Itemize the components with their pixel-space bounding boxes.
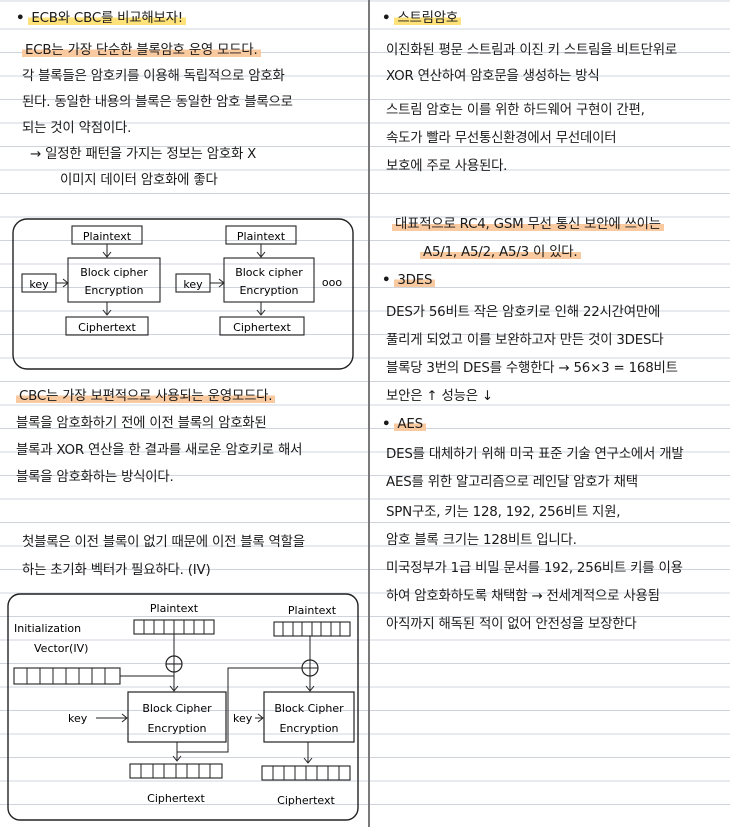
stream-line-1: 이진화된 평문 스트림과 이진 키 스트림을 비트단위로 (386, 43, 677, 58)
aes-line-4: 암호 블록 크기는 128비트 입니다. (386, 533, 577, 548)
cbc-diagram: Initialization Vector(IV) Plaintext Bloc… (7, 593, 359, 821)
column-divider (368, 0, 370, 827)
ecb-line-6: 이미지 데이터 암호화에 좋다 (60, 173, 218, 188)
ciphertext-label: Ciphertext (147, 792, 205, 805)
plaintext-label: Plaintext (288, 604, 337, 617)
encryption-label: Encryption (279, 722, 338, 735)
ecb-line-1: ECB는 가장 단순한 블록암호 운영 모드다. (22, 42, 261, 60)
cbc-line-2: 블록을 암호화하기 전에 이전 블록의 암호화된 (16, 416, 267, 431)
plaintext-label: Plaintext (83, 230, 132, 243)
ecb-heading: •ECB와 CBC를 비교해보자! (16, 10, 186, 28)
ciphertext-label: Ciphertext (233, 321, 291, 334)
stream-example-line-1: 대표적으로 RC4, GSM 무선 통신 보안에 쓰이는 (392, 216, 664, 234)
ciphertext-label: Ciphertext (277, 794, 335, 807)
aes-line-3: SPN구조, 키는 128, 192, 256비트 지원, (386, 505, 621, 520)
ecb-heading-text: ECB와 CBC를 비교해보자! (28, 11, 186, 26)
ciphertext-bit-block (129, 763, 223, 779)
cbc-line-4: 블록을 암호화하는 방식이다. (16, 470, 174, 485)
plaintext-bit-block (273, 621, 351, 637)
block-cipher-label: Block Cipher (142, 702, 212, 715)
key-label: key (29, 278, 49, 291)
stream-example-line-2-text: A5/1, A5/2, A5/3 이 있다. (420, 245, 581, 260)
key-label: key (183, 278, 203, 291)
key-label: key (233, 712, 253, 725)
stream-example-line-1-text: 대표적으로 RC4, GSM 무선 통신 보안에 쓰이는 (392, 217, 664, 232)
stream-heading: •스트림암호 (382, 10, 461, 28)
stream-line-2: XOR 연산하여 암호문을 생성하는 방식 (386, 69, 600, 84)
aes-line-2: AES를 위한 알고리즘으로 레인달 암호가 채택 (386, 475, 638, 490)
iv-label-line-1: Initialization (14, 622, 81, 635)
cbc-line-1-text: CBC는 가장 보편적으로 사용되는 운영모드다. (16, 389, 276, 404)
bullet: • (382, 11, 391, 26)
ciphertext-label: Ciphertext (78, 321, 136, 334)
cbc-line-3: 블록과 XOR 연산을 한 결과를 새로운 암호키로 해서 (16, 443, 303, 458)
stream-line-4: 속도가 빨라 무선통신환경에서 무선데이터 (386, 131, 617, 146)
des-heading: •3DES (382, 272, 436, 290)
aes-line-7: 아직까지 해독된 적이 없어 안전성을 보장한다 (386, 617, 637, 632)
ciphertext-bit-block (261, 765, 351, 781)
iv-bit-block (13, 667, 121, 685)
block-cipher-label: Block Cipher (274, 702, 344, 715)
des-line-4: 보안은 ↑ 성능은 ↓ (386, 389, 493, 404)
ciphertext-box (219, 316, 305, 336)
des-line-1: DES가 56비트 작은 암호키로 인해 22시간여만에 (386, 305, 661, 320)
plaintext-bit-block (133, 619, 215, 635)
cbc-line-1: CBC는 가장 보편적으로 사용되는 운영모드다. (16, 388, 276, 406)
ecb-diagram: Plaintext Block cipher Encryption key Ci… (12, 218, 354, 370)
encryption-label: Encryption (147, 722, 206, 735)
ecb-line-3: 된다. 동일한 내용의 블록은 동일한 암호 블록으로 (22, 95, 293, 110)
aes-heading: •AES (382, 416, 426, 434)
ecb-line-4: 되는 것이 약점이다. (22, 121, 132, 136)
bullet: • (382, 417, 391, 432)
iv-label-line-2: Vector(IV) (34, 642, 88, 655)
key-label: key (68, 712, 88, 725)
encryption-label: Encryption (239, 284, 298, 297)
aes-line-6: 하여 암호화하도록 채택함 → 전세계적으로 사용됨 (386, 589, 660, 604)
ecb-line-1-text: ECB는 가장 단순한 블록암호 운영 모드다. (22, 43, 261, 58)
aes-heading-text: AES (394, 417, 426, 432)
des-line-2: 풀리게 되었고 이를 보완하고자 만든 것이 3DES다 (386, 333, 664, 348)
bullet: • (16, 11, 25, 26)
ellipsis: ooo (322, 276, 342, 289)
stream-example-line-2: A5/1, A5/2, A5/3 이 있다. (420, 244, 581, 262)
bullet: • (382, 273, 391, 288)
aes-line-1: DES를 대체하기 위해 미국 표준 기술 연구소에서 개발 (386, 447, 684, 462)
ecb-line-5: → 일정한 패턴을 가지는 정보는 암호화 X (30, 147, 257, 162)
plaintext-label: Plaintext (237, 230, 286, 243)
ciphertext-box (65, 316, 149, 336)
iv-line-2: 하는 초기화 벡터가 필요하다. (IV) (22, 563, 211, 578)
block-cipher-box (223, 257, 315, 303)
plaintext-label: Plaintext (150, 602, 199, 615)
ecb-line-2: 각 블록들은 암호키를 이용해 독립적으로 암호화 (22, 69, 285, 84)
encryption-label: Encryption (84, 284, 143, 297)
block-cipher-label: Block cipher (80, 266, 148, 279)
block-cipher-box (263, 691, 355, 743)
des-line-3: 블록당 3번의 DES를 수행한다 → 56×3 = 168비트 (386, 361, 678, 376)
stream-line-5: 보호에 주로 사용된다. (386, 159, 508, 174)
block-cipher-label: Block cipher (235, 266, 303, 279)
block-cipher-box (67, 257, 161, 303)
aes-line-5: 미국정부가 1급 비밀 문서를 192, 256비트 키를 이용 (386, 561, 683, 576)
iv-line-1: 첫블록은 이전 블록이 없기 때문에 이전 블록 역할을 (22, 535, 305, 550)
stream-line-3: 스트림 암호는 이를 위한 하드웨어 구현이 간편, (386, 103, 645, 118)
des-heading-text: 3DES (394, 273, 436, 288)
stream-heading-text: 스트림암호 (394, 11, 461, 26)
